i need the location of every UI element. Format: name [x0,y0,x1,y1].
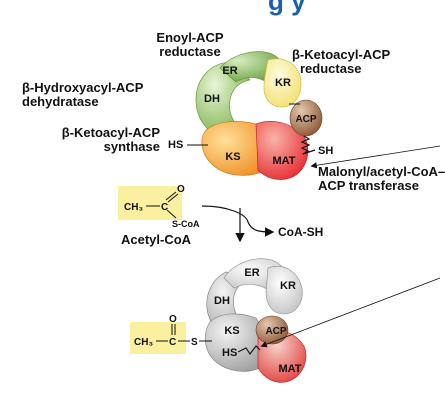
kr-domain-bottom [265,266,303,315]
ks-label: KS [225,151,240,163]
mat-label: MAT [272,155,295,167]
carbonyl-c-bottom: C [169,337,176,348]
dh-label-bottom: DH [214,295,230,307]
dh-label: DH [204,93,220,105]
coa-sh-label: CoA-SH [278,225,323,239]
mat-label-line2: ACP transferase [318,178,419,193]
mat-label-line1: Malonyl/acetyl-CoA– [318,164,445,179]
acp-label-bottom: ACP [265,326,286,337]
enoyl-label-line2: reductase [159,44,220,59]
top-enzyme: ER KR DH KS MAT ACP HS SH [168,51,333,180]
acetyl-highlight-bottom [130,322,186,354]
kr-label-bottom: KR [280,280,296,292]
mat-domain [255,121,309,180]
acp-domain-bottom [255,315,289,345]
acetyl-coa-label: Acetyl-CoA [121,232,192,247]
ketored-label-line1: β-Ketoacyl-ACP [292,47,391,62]
enoyl-label-line1: Enoyl-ACP [156,30,224,45]
oxygen-bottom: O [169,314,177,325]
bottom-enzyme: ER KR DH KS ACP MAT HS [204,258,307,383]
ks-label-bottom: KS [224,325,239,337]
mat-label-bottom: MAT [278,363,301,375]
ch3-bottom: CH₃ [134,337,153,348]
ketosynth-label-line2: synthase [104,139,160,154]
title-fragment: g y [268,0,306,16]
hydroxy-label-line2: dehydratase [22,94,99,109]
sulfur-bottom: S [191,337,198,348]
acp-label: ACP [295,114,316,125]
er-label: ER [222,65,237,77]
acetyl-ks-structure: CH₃ C O S [130,314,212,354]
oxygen-top: O [177,184,185,195]
arm-bottom [237,345,261,355]
ketored-label-line2: reductase [300,61,361,76]
ch3-top: CH₃ [124,202,143,213]
sh-bond [302,149,316,155]
carbonyl-c-top: C [161,202,168,213]
co-double-a [165,191,177,201]
sh-label-top: SH [318,145,333,157]
phosphopantetheine-arm [300,135,311,155]
hs-label-top: HS [168,139,183,151]
hs-label-bottom: HS [222,347,237,359]
ks-domain [201,121,269,176]
ks-domain-bottom [204,313,267,372]
hydroxy-label-line1: β-Hydroxyacyl-ACP [22,80,144,95]
acp-domain [289,99,323,137]
acp-pointer-arrow [260,277,441,348]
cs-bond-top [166,209,177,219]
co-double-b [167,193,179,203]
er-label-bottom: ER [244,267,259,279]
kr-domain [263,58,302,108]
kr-label: KR [275,77,291,89]
acetyl-coa-structure: CH₃ C O S-CoA [118,184,200,229]
coa-release-arrow [201,205,275,237]
ketosynth-label-line1: β-Ketoacyl-ACP [62,125,161,140]
scoa-text: S-CoA [172,219,200,229]
mat-pointer-arrow [310,145,441,169]
